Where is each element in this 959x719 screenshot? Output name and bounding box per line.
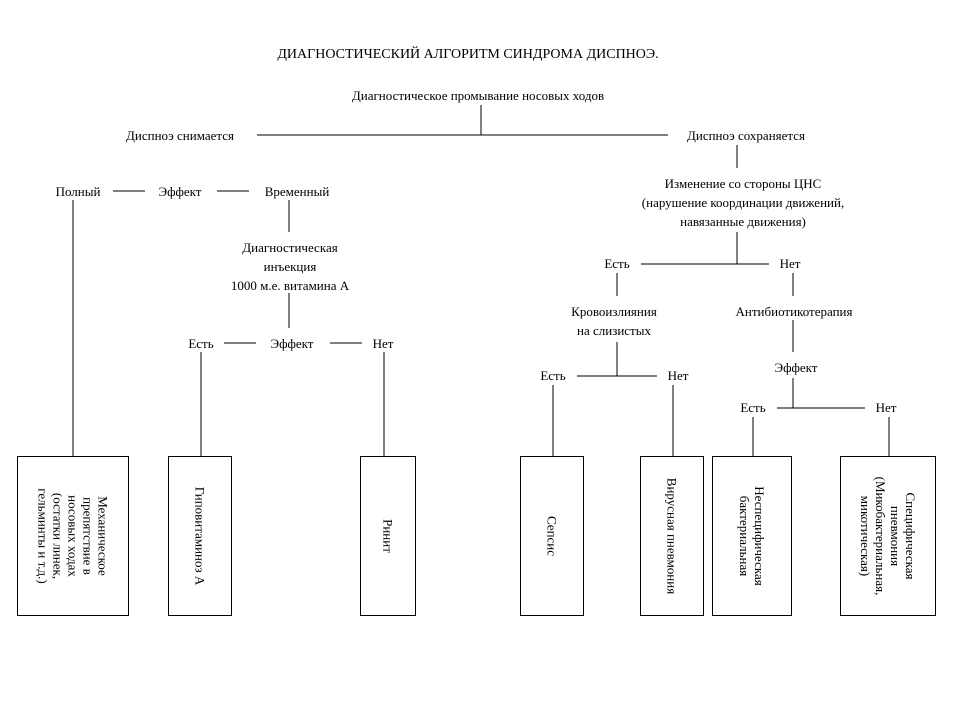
node-cns-no: Нет [779,256,801,271]
node-temporary: Временный [264,184,330,199]
node-injection-effect: Эффект [270,336,314,351]
diagnosis-box-sepsis: Сепсис [520,456,584,616]
root-node: Диагностическое промывание носовых ходов [351,88,605,103]
diagnosis-box-rhinitis: Ринит [360,456,416,616]
diagnosis-box-hypovitaminosis: Гиповитаминоз А [168,456,232,616]
diagnosis-box-mechanical: Механическое препятствие в носовых ходах… [17,456,129,616]
diagnosis-label: Специфическая пневмония (Микобактериальн… [858,476,918,596]
node-injection: Диагностическая инъекция 1000 м.е. витам… [230,240,350,293]
node-antibiotic-effect: Эффект [774,360,818,375]
node-antibiotic-no: Нет [875,400,897,415]
node-cns-changes: Изменение со стороны ЦНС (нарушение коор… [641,176,845,229]
diagnosis-label: Вирусная пневмония [664,477,680,595]
node-dyspnea-relieved: Диспноэ снимается [126,128,234,143]
diagnosis-label: Неспецифическая бактериальная [737,486,767,586]
diagnosis-box-viral-pneumonia: Вирусная пневмония [640,456,704,616]
node-dyspnea-persists: Диспноэ сохраняется [686,128,806,143]
diagnosis-label: Сепсис [544,515,560,557]
node-cns-yes: Есть [604,256,630,271]
node-antibiotic: Антибиотикотерапия [735,304,853,319]
node-injection-yes: Есть [188,336,214,351]
diagnosis-label: Механическое препятствие в носовых ходах… [35,488,111,584]
diagnosis-label: Гиповитаминоз А [192,486,208,586]
node-effect: Эффект [158,184,202,199]
node-full: Полный [55,184,101,199]
diagnosis-box-nonspecific-bacterial: Неспецифическая бактериальная [712,456,792,616]
node-injection-no: Нет [372,336,394,351]
node-hemorrhage-yes: Есть [540,368,566,383]
diagnosis-label: Ринит [380,519,396,553]
node-hemorrhage-no: Нет [667,368,689,383]
diagram-title: ДИАГНОСТИЧЕСКИЙ АЛГОРИТМ СИНДРОМА ДИСПНО… [277,47,659,62]
node-hemorrhage: Кровоизлияния на слизистых [571,304,657,338]
node-antibiotic-yes: Есть [740,400,766,415]
diagnosis-box-specific-pneumonia: Специфическая пневмония (Микобактериальн… [840,456,936,616]
